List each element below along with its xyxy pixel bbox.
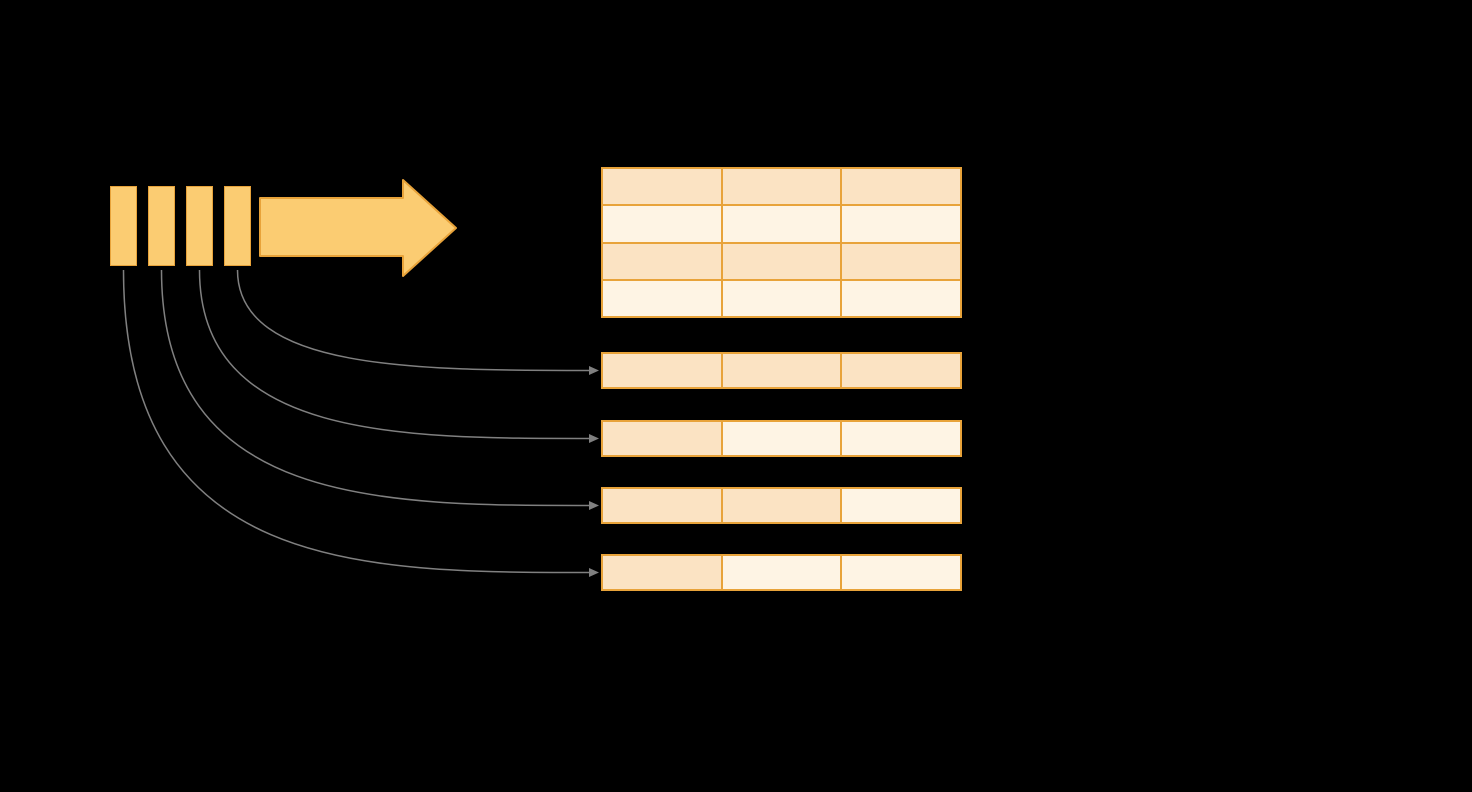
batch-table-cell — [842, 206, 960, 242]
record-connector-curve — [236, 269, 591, 372]
record-row-cell — [842, 489, 960, 522]
stream-record-bar — [186, 186, 213, 266]
flow-arrow — [259, 179, 457, 277]
record-row-cell — [722, 354, 841, 387]
stream-record-bar — [110, 186, 137, 266]
record-row-cell — [603, 422, 721, 455]
record-connector-curve — [198, 269, 591, 440]
record-row-cell — [842, 556, 960, 589]
batch-table-cell — [603, 280, 721, 316]
stream-record-bar — [148, 186, 175, 266]
record-row-cell — [603, 489, 721, 522]
record-row-cell — [722, 489, 841, 522]
record-connector-curve — [122, 269, 591, 574]
connector-arrowhead-icon — [589, 501, 599, 510]
batch-table-cell — [603, 243, 721, 279]
record-stream — [110, 186, 251, 266]
batch-table-cell — [722, 169, 841, 205]
record-row-table — [601, 420, 962, 457]
connector-arrowhead-icon — [589, 568, 599, 577]
batch-table-cell — [603, 206, 721, 242]
record-row-table — [601, 487, 962, 524]
batch-table-cell — [722, 206, 841, 242]
batch-table — [601, 167, 962, 318]
record-row-table — [601, 352, 962, 389]
stream-record-bar — [224, 186, 251, 266]
batch-table-cell — [842, 169, 960, 205]
record-row-table — [601, 554, 962, 591]
record-row-cell — [603, 354, 721, 387]
connector-arrowhead-icon — [589, 366, 599, 375]
batch-table-cell — [842, 280, 960, 316]
flow-arrow-icon — [259, 179, 457, 277]
batch-table-cell — [842, 243, 960, 279]
batch-table-cell — [722, 280, 841, 316]
record-row-cell — [722, 422, 841, 455]
connector-arrowhead-icon — [589, 434, 599, 443]
record-connector-curve — [160, 269, 591, 507]
record-row-cell — [722, 556, 841, 589]
record-row-cell — [842, 354, 960, 387]
record-row-cell — [603, 556, 721, 589]
batch-table-cell — [722, 243, 841, 279]
batch-table-cell — [603, 169, 721, 205]
record-row-cell — [842, 422, 960, 455]
